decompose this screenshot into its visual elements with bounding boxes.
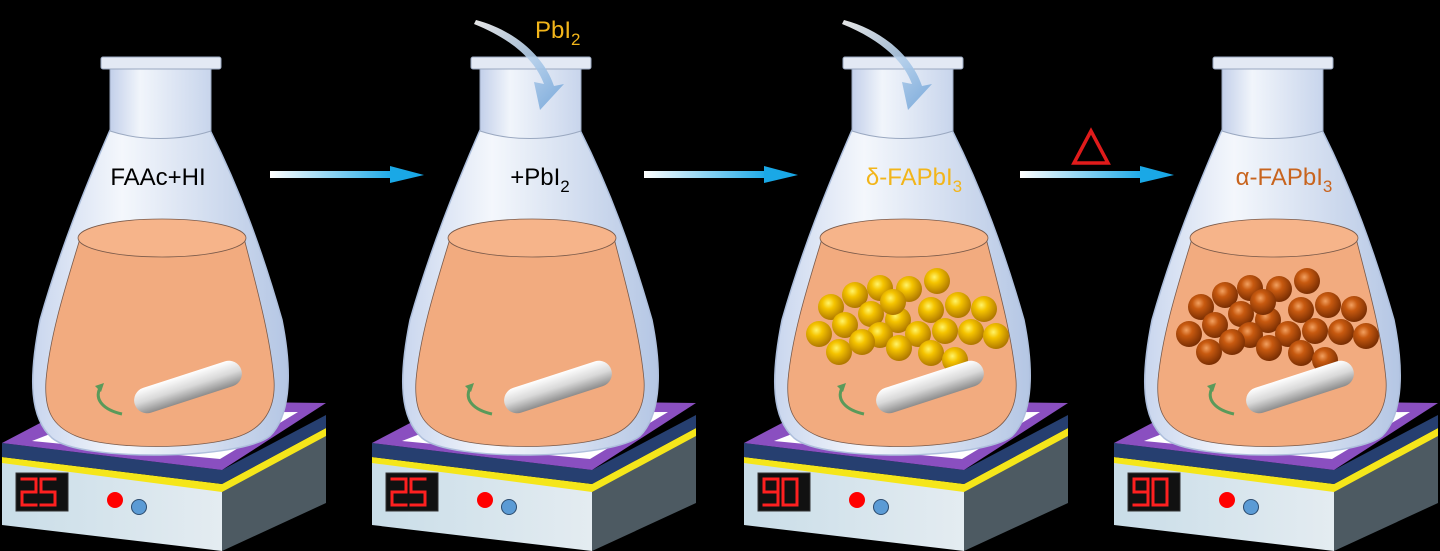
pour-arrow-icon: [474, 20, 564, 110]
blue-knob-icon: [131, 499, 147, 515]
process-arrow-2: [644, 166, 798, 183]
temperature-display: [757, 472, 811, 512]
blue-knob-icon: [501, 499, 517, 515]
red-knob-icon: [1219, 492, 1235, 508]
solution: [415, 229, 645, 447]
flask-label-4: α-FAPbI3: [1236, 164, 1333, 196]
stir-bar: [504, 360, 612, 414]
rotation-arrow-icon: [96, 387, 123, 416]
flask-label-1: FAAc+HI: [110, 164, 205, 191]
flask-label-2: +PbI2: [510, 164, 570, 196]
process-arrow-1: [270, 166, 424, 183]
erlenmeyer-flask: [773, 56, 1031, 456]
reagent-label: PbI2: [535, 17, 581, 49]
flask-panel-4: α-FAPbI3: [1114, 56, 1438, 551]
stir-bar: [876, 360, 984, 414]
flask-label-3: δ-FAPbI3: [866, 164, 962, 196]
flask-panel-3: δ-FAPbI3: [744, 20, 1068, 551]
heat-triangle-icon: [1071, 127, 1111, 165]
rotation-arrow-icon: [1208, 387, 1235, 416]
flask-panel-2: +PbI2 PbI2: [372, 17, 696, 551]
temperature-display: [385, 472, 439, 512]
erlenmeyer-flask: [401, 56, 659, 456]
stir-bar: [1246, 360, 1354, 414]
blue-knob-icon: [873, 499, 889, 515]
red-knob-icon: [107, 492, 123, 508]
pour-arrow-icon: [842, 20, 932, 110]
temperature-display: [1127, 472, 1181, 512]
stir-bar: [134, 360, 242, 414]
red-knob-icon: [849, 492, 865, 508]
erlenmeyer-flask: [1143, 56, 1401, 456]
rotation-arrow-icon: [466, 387, 493, 416]
temperature-display: [15, 472, 69, 512]
blue-knob-icon: [1243, 499, 1259, 515]
rotation-arrow-icon: [838, 387, 865, 416]
red-knob-icon: [477, 492, 493, 508]
erlenmeyer-flask: [31, 56, 289, 456]
process-arrow-3: [1020, 127, 1174, 183]
flask-panel-1: FAAc+HI: [2, 56, 326, 551]
solution: [45, 229, 275, 447]
